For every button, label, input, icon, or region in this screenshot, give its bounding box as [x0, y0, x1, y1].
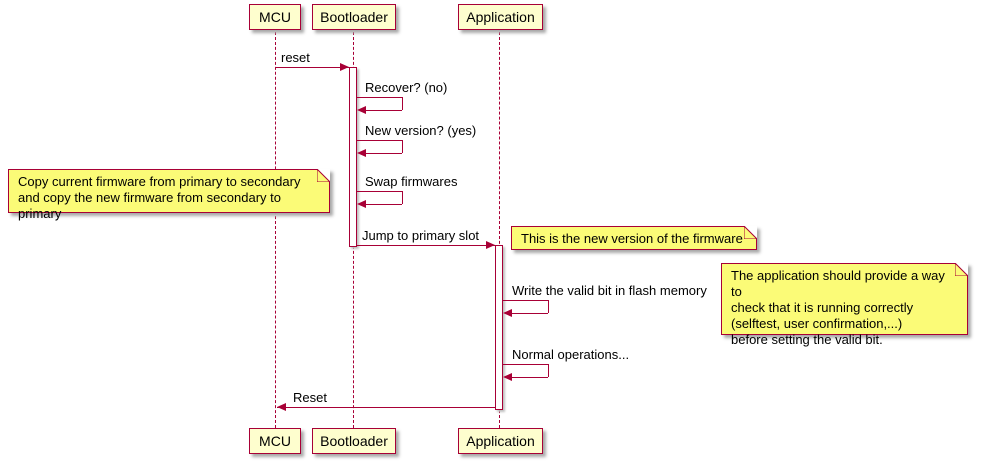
arrow-head-right — [340, 63, 349, 71]
participant-label-mcu-bottom: MCU — [259, 433, 291, 449]
message-label-reset-back: Reset — [293, 390, 327, 405]
arrow-head-left — [357, 106, 366, 114]
message-label-normal-ops: Normal operations... — [512, 347, 630, 362]
arrow-line — [506, 377, 548, 378]
note-copy-firmware-text: Copy current firmware from primary to se… — [18, 174, 301, 221]
arrow-head-right — [486, 241, 495, 249]
arrow-line — [277, 407, 495, 408]
note-fold-icon — [317, 169, 330, 182]
participant-box-application-top: Application — [458, 4, 543, 30]
arrow-line — [402, 140, 403, 153]
lifeline-application — [499, 32, 500, 428]
arrow-line — [357, 140, 402, 141]
note-new-firmware: This is the new version of the firmware — [511, 226, 757, 250]
arrow-head-left — [503, 373, 512, 381]
arrow-line — [357, 97, 402, 98]
arrow-head-left — [277, 403, 286, 411]
arrow-head-left — [503, 309, 512, 317]
participant-label-bootloader-bottom: Bootloader — [320, 433, 388, 449]
activation-bar-application — [495, 245, 503, 410]
participant-box-bootloader-bottom: Bootloader — [312, 428, 396, 454]
participant-box-mcu-bottom: MCU — [249, 428, 301, 454]
arrow-line — [503, 300, 548, 301]
arrow-line — [548, 364, 549, 377]
arrow-line — [402, 97, 403, 110]
message-label-new-version: New version? (yes) — [365, 123, 477, 138]
message-label-jump: Jump to primary slot — [362, 228, 480, 243]
message-label-write-valid: Write the valid bit in flash memory — [512, 283, 707, 298]
arrow-line — [276, 67, 349, 68]
arrow-line — [402, 191, 403, 204]
arrow-line — [548, 300, 549, 313]
note-fold-icon — [955, 263, 968, 276]
participant-box-application-bottom: Application — [458, 428, 543, 454]
note-new-firmware-text: This is the new version of the firmware — [521, 231, 743, 246]
participant-label-mcu-top: MCU — [259, 9, 291, 25]
arrow-line — [360, 153, 402, 154]
note-copy-firmware: Copy current firmware from primary to se… — [8, 169, 330, 221]
participant-label-application-bottom: Application — [466, 433, 535, 449]
note-selftest-text: The application should provide a way to … — [731, 268, 945, 347]
message-label-swap: Swap firmwares — [365, 174, 458, 189]
arrow-line — [503, 364, 548, 365]
note-selftest: The application should provide a way to … — [721, 263, 968, 347]
arrow-line — [360, 204, 402, 205]
note-fold-icon — [744, 226, 757, 239]
arrow-line — [506, 313, 548, 314]
participant-box-mcu-top: MCU — [249, 4, 301, 30]
lifeline-mcu — [275, 32, 276, 428]
arrow-head-left — [357, 149, 366, 157]
message-label-recover: Recover? (no) — [365, 80, 448, 95]
activation-bar-bootloader — [349, 67, 357, 247]
participant-label-application-top: Application — [466, 9, 535, 25]
arrow-line — [360, 110, 402, 111]
arrow-head-left — [357, 200, 366, 208]
arrow-line — [357, 245, 495, 246]
arrow-line — [357, 191, 402, 192]
participant-label-bootloader-top: Bootloader — [320, 9, 388, 25]
participant-box-bootloader-top: Bootloader — [312, 4, 396, 30]
message-label-reset: reset — [281, 50, 310, 65]
